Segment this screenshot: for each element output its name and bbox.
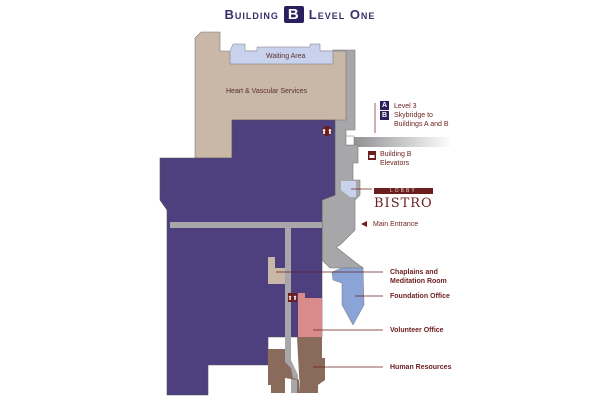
hr-label: Human Resources [390,364,452,371]
foundation-office [331,267,365,326]
elevators-label: Building B Elevators [380,150,412,168]
elevators-line2: Elevators [380,160,410,167]
building-b-badge: B [380,111,389,120]
main-entrance-label: Main Entrance [373,221,419,228]
elevator-icon [368,151,376,160]
corridor-vertical [285,228,298,393]
map-title: Building B Level One [0,6,600,23]
skybridge-line1: Level 3 [394,103,417,110]
elevators-line1: Building B [380,151,412,158]
building-a-badge: A [380,101,389,110]
main-purple-area [159,119,336,396]
volunteer-label: Volunteer Office [390,327,444,334]
leader-lines [276,103,383,368]
skybridge-door [345,135,355,146]
chaplains-line2: Meditation Room [390,278,447,285]
skybridge-line3: Buildings A and B [394,121,449,128]
svg-text:⬆⬆: ⬆⬆ [287,295,297,302]
waiting-area-label: Waiting Area [266,53,306,60]
restroom-icon: ⬆⬆ [287,293,298,302]
skybridge [352,137,452,147]
title-suffix: Level One [308,7,376,22]
restroom-icon: ⬆⬆ [321,126,333,136]
skybridge-label: Level 3 Skybridge to Buildings A and B [394,102,449,129]
title-prefix: Building [224,7,279,22]
waiting-area [229,43,334,65]
heart-vascular-label: Heart & Vascular Services [226,88,308,95]
bistro-lobby-text: LOBBY [374,188,433,194]
chaplains-label: Chaplains and Meditation Room [390,268,447,286]
svg-text:⬆⬆: ⬆⬆ [321,128,333,136]
chaplains-line1: Chaplains and [390,269,438,276]
entrance-arrow-icon [361,221,367,227]
bistro-area [341,181,356,197]
building-badge: B [283,6,304,23]
skybridge-badges: A B [380,101,389,121]
skybridge-line2: Skybridge to [394,112,433,119]
corridor-horizontal [170,222,322,228]
chaplains-room [268,257,285,284]
lobby-bistro-logo: LOBBY BISTRO [374,188,433,212]
bistro-name: BISTRO [374,196,433,211]
human-resources [268,337,325,393]
foundation-label: Foundation Office [390,293,450,300]
volunteer-office [298,293,322,342]
